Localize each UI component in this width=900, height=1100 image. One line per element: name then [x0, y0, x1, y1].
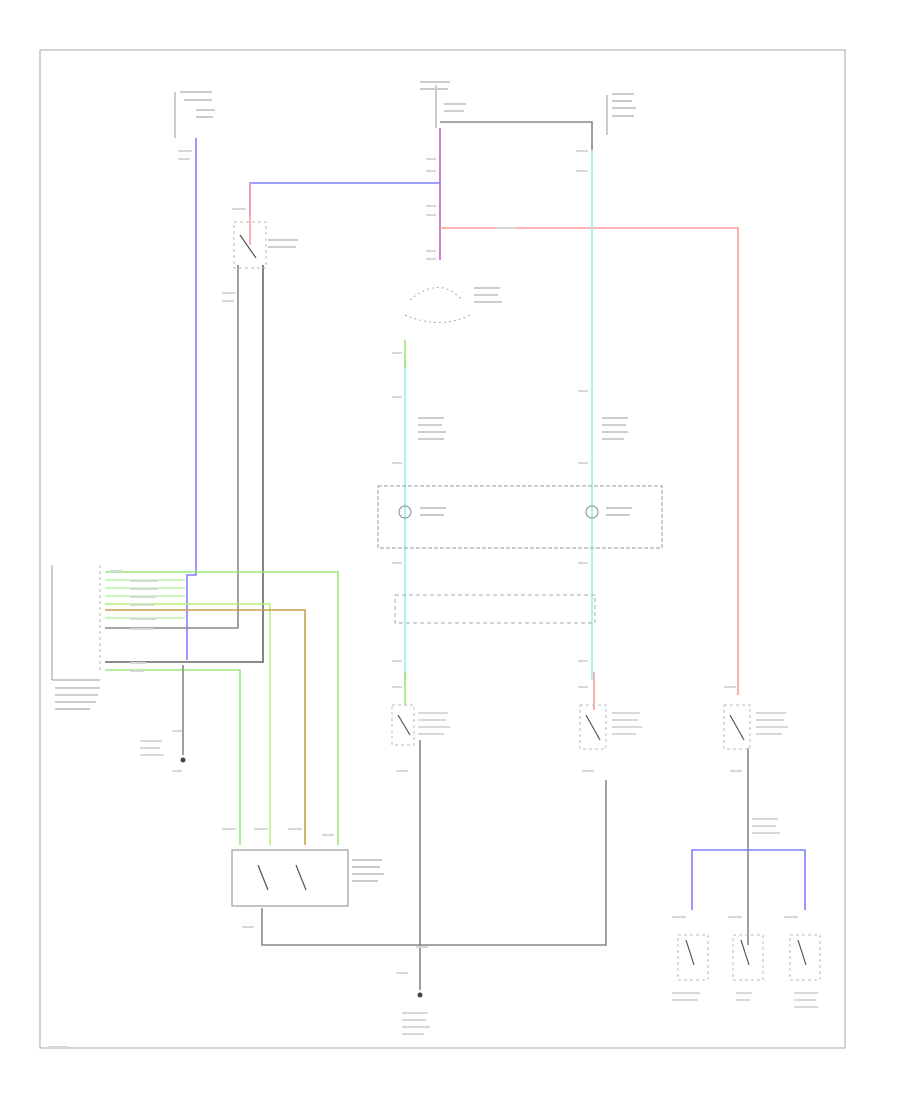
junction-labels-center: [418, 417, 446, 440]
fuse-label-right: [606, 93, 636, 135]
switch-transfer-neutral: [391, 704, 415, 746]
wire-pink-right: [440, 227, 739, 695]
switch-center: [579, 704, 607, 750]
ecm-connector: [51, 565, 101, 710]
wire-green-light-3: [105, 603, 271, 845]
switch-bottom-right-3: [789, 934, 821, 981]
fuse-label-left: [174, 91, 215, 138]
diagram-frame: [39, 49, 846, 1049]
ground-dot-center: [417, 992, 423, 998]
wire-blue-left: [186, 138, 197, 660]
label-bars: [48, 150, 818, 1048]
wire-olive-4: [105, 609, 306, 845]
switch-bottom-right-1: [677, 934, 709, 981]
wire-green-2: [105, 669, 241, 845]
wire-green-1: [105, 571, 339, 845]
fuse-label-center: [420, 81, 466, 128]
wire-gray-top-bus: [440, 121, 593, 150]
transmission-range-switch: [404, 287, 502, 323]
junction-connector-lower: [394, 594, 596, 624]
wire-blue-horizontal: [249, 182, 440, 215]
wire-gray-bottom-bus: [261, 780, 607, 946]
switch-right: [723, 704, 751, 750]
wire-dark-left-2: [105, 265, 264, 663]
switch-bottom-right-2: [732, 934, 764, 981]
relay-switch-left: [233, 221, 298, 269]
wire-gray-left-1: [105, 265, 239, 629]
relay-box-bottom: [231, 849, 384, 907]
ground-dot-ecm: [180, 757, 186, 763]
combination-meter: [377, 485, 663, 549]
junction-labels-right: [602, 417, 628, 440]
